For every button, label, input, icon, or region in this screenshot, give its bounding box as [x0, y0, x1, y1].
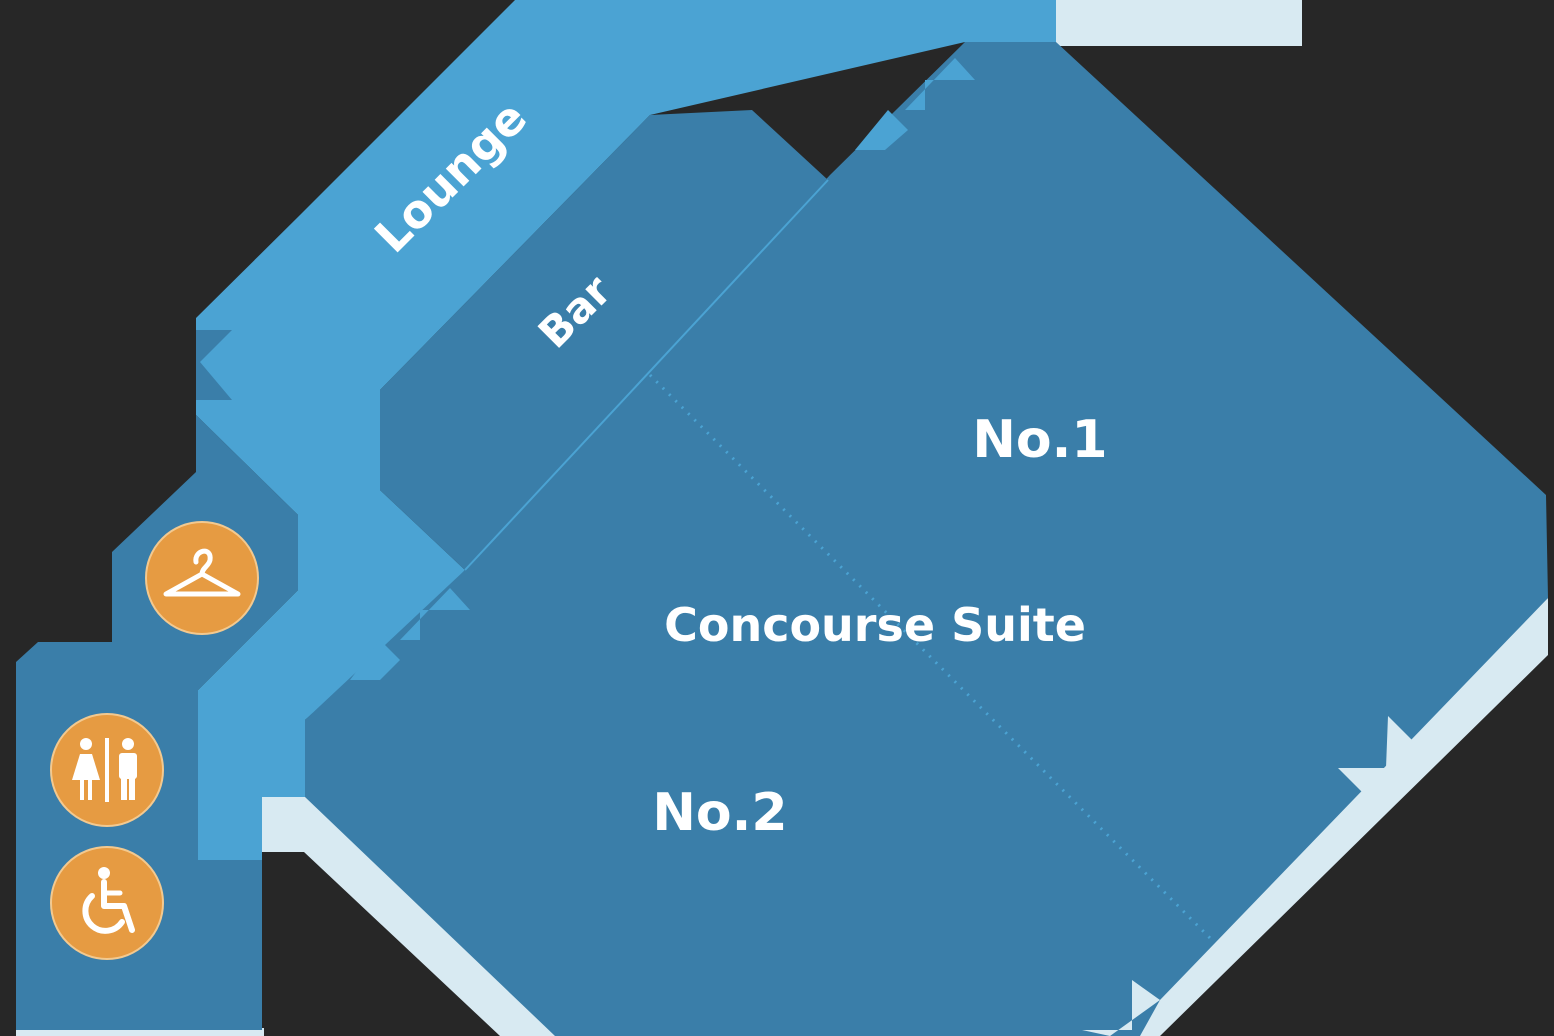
suite-label: Concourse Suite	[664, 598, 1086, 652]
wheelchair-icon	[82, 867, 135, 934]
toilets-icon	[72, 738, 137, 802]
no2-label: No.2	[652, 783, 787, 843]
step-details	[350, 58, 975, 680]
toilets-marker[interactable]	[50, 713, 164, 827]
west-wing-notch	[196, 330, 232, 400]
lounge-corridor	[196, 0, 1056, 860]
cloakroom-marker[interactable]	[145, 521, 259, 635]
step-details-terrace	[1082, 716, 1412, 1036]
room-divider	[648, 373, 1212, 940]
terrace-bottom-left	[262, 797, 560, 1036]
bar-partition	[464, 179, 829, 571]
bar-room	[380, 110, 828, 570]
terrace-top	[1056, 0, 1302, 46]
no1-label: No.1	[972, 410, 1107, 470]
coat-hanger-icon	[163, 548, 241, 597]
terrace-bottom-edge	[16, 1028, 264, 1036]
concourse-suite-room	[305, 42, 1548, 1036]
accessible-marker[interactable]	[50, 846, 164, 960]
